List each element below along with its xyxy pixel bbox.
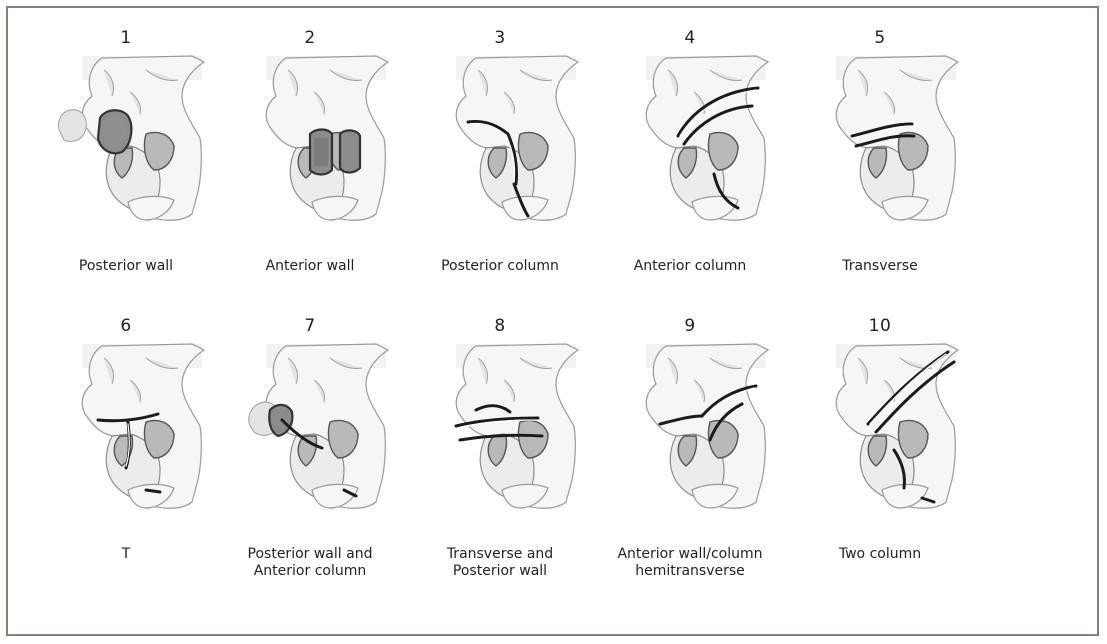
panel-caption: T	[26, 546, 226, 563]
panel-number: 9	[606, 316, 774, 336]
panel-caption: Posterior column	[400, 258, 600, 275]
acetabulum-fracture-illustration	[416, 340, 584, 516]
panel-caption: Two column	[780, 546, 980, 563]
acetabulum-fracture-illustration	[606, 340, 774, 516]
panel-caption: Posterior wall and Anterior column	[210, 546, 410, 580]
panel-caption: Anterior column	[590, 258, 790, 275]
panel-caption: Posterior wall	[26, 258, 226, 275]
acetabulum-fracture-illustration	[606, 52, 774, 228]
acetabulum-fracture-illustration	[796, 340, 964, 516]
acetabulum-fracture-illustration	[42, 52, 210, 228]
acetabulum-fracture-illustration	[416, 52, 584, 228]
acetabulum-fracture-illustration	[42, 340, 210, 516]
panel-number: 5	[796, 28, 964, 48]
panel-caption: Anterior wall/column hemitransverse	[590, 546, 790, 580]
acetabulum-fracture-illustration	[226, 52, 394, 228]
acetabulum-fracture-illustration	[226, 340, 394, 516]
panel-number: 1	[42, 28, 210, 48]
panel-caption: Transverse	[780, 258, 980, 275]
panel-number: 8	[416, 316, 584, 336]
panel-number: 2	[226, 28, 394, 48]
panel-number: 3	[416, 28, 584, 48]
panel-number: 10	[796, 316, 964, 336]
panel-number: 6	[42, 316, 210, 336]
acetabulum-fracture-illustration	[796, 52, 964, 228]
panel-caption: Transverse and Posterior wall	[400, 546, 600, 580]
panel-number: 4	[606, 28, 774, 48]
panel-caption: Anterior wall	[210, 258, 410, 275]
panel-number: 7	[226, 316, 394, 336]
